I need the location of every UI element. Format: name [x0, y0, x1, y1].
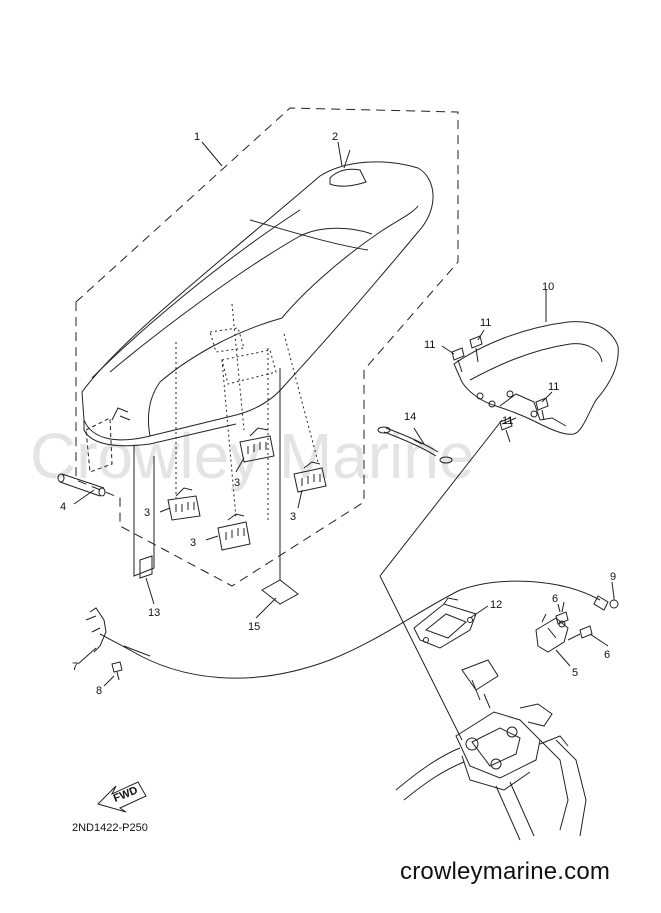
- lock-mechanism-5: [535, 613, 569, 653]
- fwd-arrow-icon: [97, 781, 147, 813]
- callout-7: 7: [72, 661, 78, 673]
- watermark: Crowley Marine: [30, 420, 475, 492]
- cable-14: [377, 426, 453, 464]
- callout-11: 11: [480, 317, 491, 329]
- diagram-code: 2ND1422-P250: [72, 822, 148, 834]
- bolt-6a: [555, 601, 569, 625]
- callout-9: 9: [610, 571, 616, 583]
- bolt-11a: [451, 347, 465, 373]
- fwd-label: FWD: [112, 784, 140, 805]
- callout-13: 13: [148, 607, 160, 619]
- callout-labels: 1 2 3 3 3 3 3 4 5 6 6 7 8 9 10 11 11 11 …: [60, 131, 616, 805]
- callout-1: 1: [194, 131, 200, 143]
- callout-15: 15: [248, 621, 260, 633]
- callout-14: 14: [404, 411, 416, 423]
- leader-lines: [73, 141, 615, 741]
- clip-bracket-3d: [293, 461, 327, 493]
- callout-12: 12: [490, 599, 502, 611]
- callout-11: 11: [424, 339, 435, 351]
- bolt-6b: [567, 625, 593, 641]
- clip-bracket-3c: [239, 427, 275, 463]
- callout-3: 3: [234, 477, 240, 489]
- bolt-11d: [499, 417, 513, 443]
- label-13: [85, 407, 155, 579]
- callout-5: 5: [572, 667, 578, 679]
- frame-section: [395, 659, 587, 841]
- bolt-11b: [469, 335, 483, 363]
- tube-part-4: [57, 473, 106, 497]
- clip-bracket-3b: [217, 513, 251, 551]
- bolt-11c: [535, 397, 549, 421]
- callout-6: 6: [552, 593, 558, 605]
- callout-10: 10: [542, 281, 554, 293]
- callout-11: 11: [502, 415, 513, 427]
- clip-bracket-3a: [167, 487, 201, 521]
- callout-3: 3: [144, 507, 150, 519]
- callout-2: 2: [332, 131, 338, 143]
- screw-8: [111, 661, 123, 681]
- site-url: crowleymarine.com: [400, 858, 611, 885]
- callout-8: 8: [96, 685, 102, 697]
- callout-11: 11: [548, 381, 559, 393]
- seat-lock-latch-12: [413, 597, 477, 649]
- seat-assembly-outline: [75, 107, 459, 587]
- rear-cover-10: [453, 321, 619, 435]
- callout-4: 4: [60, 501, 66, 513]
- seat-lock-cable-7: [85, 580, 609, 679]
- callout-3: 3: [290, 511, 296, 523]
- seat-body: [81, 149, 434, 447]
- seat-mount-guides: [175, 303, 319, 520]
- callout-6: 6: [604, 649, 610, 661]
- callout-3: 3: [190, 537, 196, 549]
